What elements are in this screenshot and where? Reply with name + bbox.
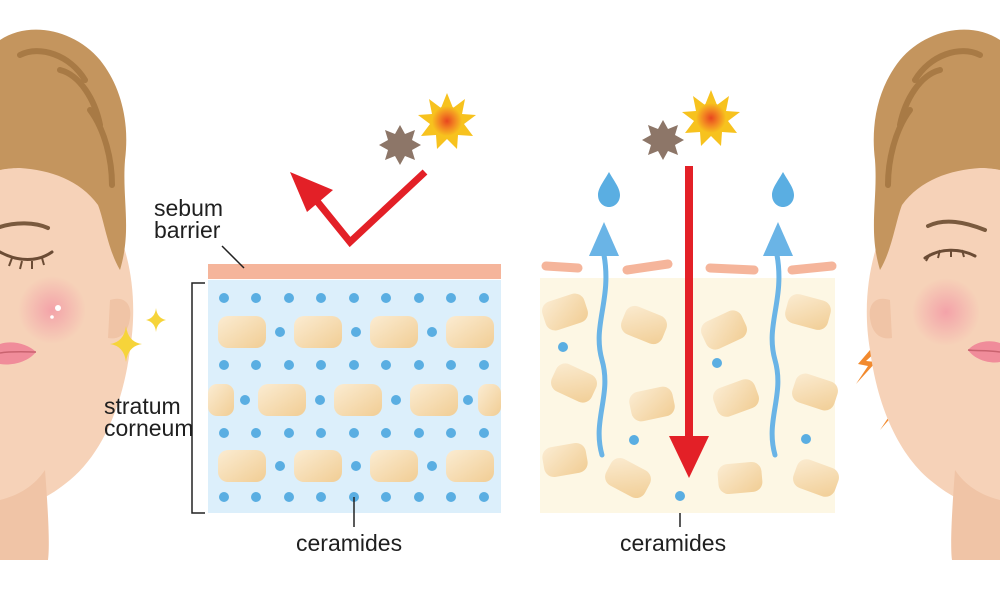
sebum-barrier-layer xyxy=(208,264,501,279)
left-face-illustration xyxy=(0,30,133,560)
corneum-label: corneum xyxy=(104,416,193,440)
ceramides-label-right: ceramides xyxy=(620,531,726,555)
sun-icon xyxy=(682,90,740,146)
water-droplet-icon xyxy=(772,172,794,207)
water-droplet-icon xyxy=(598,172,620,207)
pollution-particle-icon xyxy=(642,120,684,160)
right-face-illustration xyxy=(867,30,1000,560)
pollution-particle-icon xyxy=(379,125,421,165)
healthy-skin-section xyxy=(208,264,501,513)
uv-deflection-arrow xyxy=(290,172,425,242)
sun-icon xyxy=(418,93,476,149)
barrier-label: barrier xyxy=(154,218,220,242)
ceramides-label-left: ceramides xyxy=(296,531,402,555)
